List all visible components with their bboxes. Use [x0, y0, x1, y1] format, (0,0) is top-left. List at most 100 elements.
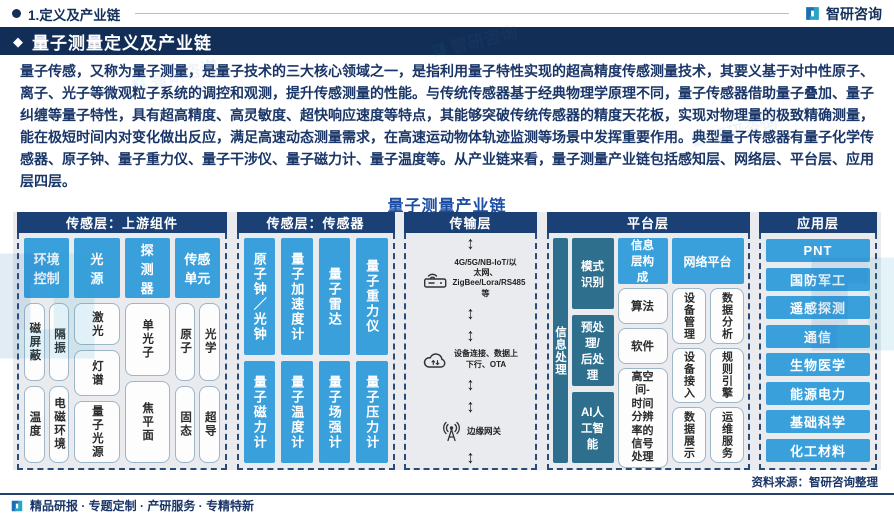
platform-info-item: 高空 间- 时间 分辨 率的 信号 处理 [617, 368, 668, 468]
upstream-group-items: 原子 光学 固态 超导 [174, 303, 220, 463]
upstream-item: 焦平面 [124, 381, 170, 463]
upstream-group-env: 环境 控制 磁屏蔽 隔振 温度 电磁环境 [24, 238, 70, 463]
cloud-icon [423, 353, 446, 368]
column-platform-body: 信息处理 模式 识别 预处 理/ 后处 理 AI人 工智 能 信息 层构 成 算… [546, 233, 750, 470]
brand-logo-icon [806, 7, 819, 20]
upstream-item: 超导 [199, 385, 220, 463]
transport-node-gateway: 边缘网关 [440, 420, 501, 443]
column-sensors-body: 原子钟／光钟 量子加速度计 量子雷达 量子重力仪 量子磁力计 量子温度计 量子场… [236, 233, 395, 470]
upstream-item: 激光 [74, 303, 120, 345]
network-item: 设备管理 [671, 288, 706, 344]
sensor-item: 原子钟／光钟 [243, 238, 275, 355]
column-sensors: 传感层：传感器 原子钟／光钟 量子加速度计 量子雷达 量子重力仪 量子磁力计 量… [236, 212, 395, 470]
upstream-item: 固态 [174, 385, 196, 463]
network-item: 数据分析 [709, 288, 744, 344]
up-down-arrow-icon: ↕ [466, 374, 475, 395]
industry-chain-diagram: 传感层：上游组件 环境 控制 磁屏蔽 隔振 温度 电磁环境 光 源 [13, 212, 881, 470]
upstream-item: 电磁环境 [48, 385, 70, 463]
column-upstream-body: 环境 控制 磁屏蔽 隔振 温度 电磁环境 光 源 激光 灯谱 [17, 233, 227, 470]
platform-process-box: 模式 识别 [571, 238, 614, 309]
column-transport: 传输层 ↕ 4G/5G/NB-IoT/以太网、ZigBee/Lora/RS485… [404, 212, 537, 470]
upstream-item: 光学 [199, 303, 220, 381]
sensor-item: 量子压力计 [356, 361, 388, 463]
platform-sidebar: 信息处理 [552, 238, 568, 463]
page-title: 量子测量定义及产业链 [32, 33, 212, 53]
transport-node-connectivity: 4G/5G/NB-IoT/以太网、ZigBee/Lora/RS485等 [423, 257, 526, 300]
upstream-group-items: 磁屏蔽 隔振 温度 电磁环境 [24, 303, 70, 463]
sensor-item: 量子场强计 [318, 361, 350, 463]
source-note: 资料来源：智研咨询整理 [751, 477, 879, 489]
router-icon [423, 273, 446, 288]
upstream-item: 隔振 [48, 303, 70, 381]
platform-info-header: 信息 层构 成 [617, 238, 668, 284]
upstream-group-header: 传感 单元 [174, 238, 220, 298]
upstream-item: 量子光源 [74, 401, 120, 463]
application-item: 国防军工 [766, 267, 870, 291]
platform-network-grid: 设备管理 数据分析 设备接入 规则引擎 数据展示 运维服务 [671, 288, 744, 463]
platform-info-item: 算法 [617, 288, 668, 324]
column-sensors-header: 传感层：传感器 [236, 212, 395, 233]
column-platform-header: 平台层 [546, 212, 750, 233]
column-application: 应用层 PNT 国防军工 遥感探测 通信 生物医学 能源电力 基础科学 化工材料 [759, 212, 877, 470]
divider-line [135, 13, 789, 14]
network-item: 设备接入 [671, 347, 706, 404]
upstream-group-unit: 传感 单元 原子 光学 固态 超导 [174, 238, 220, 463]
platform-process-column: 模式 识别 预处 理/ 后处 理 AI人 工智 能 [571, 238, 614, 463]
upstream-group-header: 光 源 [74, 238, 120, 298]
sensor-item: 量子磁力计 [243, 361, 275, 463]
diamond-icon: ◆ [13, 33, 23, 49]
column-upstream: 传感层：上游组件 环境 控制 磁屏蔽 隔振 温度 电磁环境 光 源 [17, 212, 227, 470]
top-bar: 1.定义及产业链 智研咨询 [0, 0, 894, 27]
column-upstream-header: 传感层：上游组件 [17, 212, 227, 233]
transport-node-label: 边缘网关 [466, 426, 501, 437]
application-item: PNT [766, 239, 870, 262]
up-down-arrow-icon: ↕ [466, 447, 475, 468]
platform-info-column: 信息 层构 成 算法 软件 高空 间- 时间 分辨 率的 信号 处理 [617, 238, 668, 468]
upstream-item: 磁屏蔽 [24, 303, 45, 381]
intro-paragraph: 量子传感，又称为量子测量，是量子技术的三大核心领域之一，是指利用量子特性实现的超… [20, 63, 874, 189]
platform-info-item: 软件 [617, 328, 668, 364]
platform-network-header: 网络平台 [671, 238, 744, 284]
upstream-item: 原子 [174, 303, 196, 381]
transport-node-label: 4G/5G/NB-IoT/以太网、ZigBee/Lora/RS485等 [452, 257, 526, 298]
title-banner: ◆ 量子测量定义及产业链 [0, 27, 894, 55]
sensor-item: 量子温度计 [281, 361, 313, 463]
upstream-group-light: 光 源 激光 灯谱 量子光源 [74, 238, 120, 463]
application-item: 生物医学 [766, 353, 870, 377]
up-down-arrow-icon: ↕ [466, 324, 475, 346]
network-item: 运维服务 [709, 407, 744, 463]
sensor-item: 量子加速度计 [281, 238, 313, 355]
up-down-arrow-icon: ↕ [466, 395, 475, 417]
transport-node-label: 设备连接、数据上下行、OTA [454, 349, 518, 369]
network-item: 数据展示 [671, 407, 706, 463]
platform-process-box: 预处 理/ 后处 理 [571, 315, 614, 386]
brand-logo-icon [11, 500, 23, 511]
gateway-icon [443, 422, 460, 442]
section-label: 1.定义及产业链 [28, 7, 121, 23]
upstream-item: 灯谱 [74, 350, 120, 396]
application-item: 能源电力 [766, 381, 870, 405]
upstream-group-header: 探 测 器 [124, 238, 170, 298]
application-item: 遥感探测 [766, 296, 870, 320]
footer-bar: 精品研报 · 专题定制 · 产研服务 · 专精特新 [0, 493, 894, 514]
network-item: 规则引擎 [709, 347, 744, 404]
upstream-item: 温度 [24, 385, 45, 463]
upstream-group-detector: 探 测 器 单光子 焦平面 [124, 238, 170, 463]
section-bullet-icon [12, 9, 21, 18]
sensor-item: 量子重力仪 [356, 238, 388, 355]
diagram-title: 量子测量产业链 [387, 198, 507, 215]
platform-process-box: AI人 工智 能 [571, 392, 614, 463]
column-application-body: PNT 国防军工 遥感探测 通信 生物医学 能源电力 基础科学 化工材料 [759, 233, 877, 470]
upstream-item: 单光子 [124, 303, 170, 377]
application-item: 基础科学 [766, 410, 870, 434]
up-down-arrow-icon: ↕ [466, 303, 475, 324]
application-item: 化工材料 [766, 438, 870, 462]
column-application-header: 应用层 [759, 212, 877, 233]
column-transport-body: ↕ 4G/5G/NB-IoT/以太网、ZigBee/Lora/RS485等 ↕ … [404, 233, 537, 470]
column-platform: 平台层 信息处理 模式 识别 预处 理/ 后处 理 AI人 工智 能 信息 层构… [546, 212, 750, 470]
up-down-arrow-icon: ↕ [466, 233, 475, 254]
platform-network-column: 网络平台 设备管理 数据分析 设备接入 规则引擎 数据展示 运维服务 [671, 238, 744, 463]
column-transport-header: 传输层 [404, 212, 537, 233]
application-item: 通信 [766, 324, 870, 348]
brand-name: 智研咨询 [826, 5, 882, 22]
